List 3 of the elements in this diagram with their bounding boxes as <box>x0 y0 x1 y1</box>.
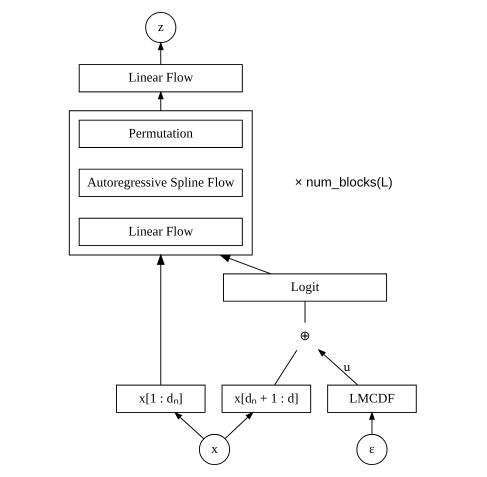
node-text: ⊕ <box>300 328 311 344</box>
edge-label: u <box>344 359 350 374</box>
node-label: × num_blocks(L) <box>294 174 393 190</box>
